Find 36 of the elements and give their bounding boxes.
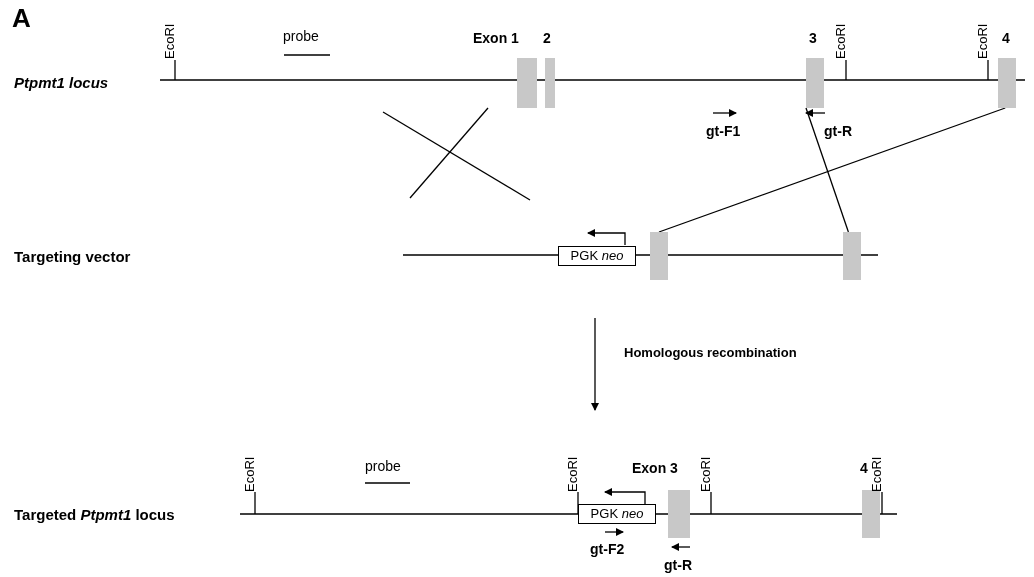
exon-bar <box>806 58 824 108</box>
exon-bar <box>545 58 555 108</box>
exon-label: 3 <box>809 30 817 46</box>
primer-label: gt-F1 <box>706 123 741 139</box>
restriction-site-label: EcoRI <box>243 456 256 492</box>
restriction-site-label: EcoRI <box>163 23 176 59</box>
probe-label: probe <box>365 458 401 474</box>
exon-bar <box>668 490 690 538</box>
restriction-site-label: EcoRI <box>834 23 847 59</box>
panel-letter: A <box>12 4 31 32</box>
exon-label: 4 <box>860 460 868 476</box>
primer-label: gt-R <box>824 123 852 139</box>
primer-label: gt-F2 <box>590 541 625 557</box>
crossover-line <box>805 107 850 233</box>
primer-label: gt-R <box>664 557 692 573</box>
exon-bar <box>650 232 668 280</box>
exon-label: 2 <box>543 30 551 46</box>
exon-label: 4 <box>1002 30 1010 46</box>
restriction-site-label: EcoRI <box>566 456 579 492</box>
step-label: Homologous recombination <box>624 345 797 360</box>
cassette-box: PGK neo <box>578 504 656 524</box>
exon-bar <box>517 58 537 108</box>
construct-label: Targeting vector <box>14 248 131 265</box>
restriction-site-label: EcoRI <box>699 456 712 492</box>
restriction-site-label: EcoRI <box>870 456 883 492</box>
locus-label: Ptpmt1 locus <box>14 74 109 91</box>
crossover-line <box>658 107 1006 233</box>
exon-label: Exon 1 <box>473 30 519 46</box>
restriction-site-label: EcoRI <box>976 23 989 59</box>
exon-bar <box>843 232 861 280</box>
cassette-box: PGK neo <box>558 246 636 266</box>
exon-bar <box>862 490 880 538</box>
exon-bar <box>998 58 1016 108</box>
probe-label: probe <box>283 28 319 44</box>
exon-label: Exon 3 <box>632 460 678 476</box>
locus-label: Targeted Ptpmt1 locus <box>14 506 175 523</box>
